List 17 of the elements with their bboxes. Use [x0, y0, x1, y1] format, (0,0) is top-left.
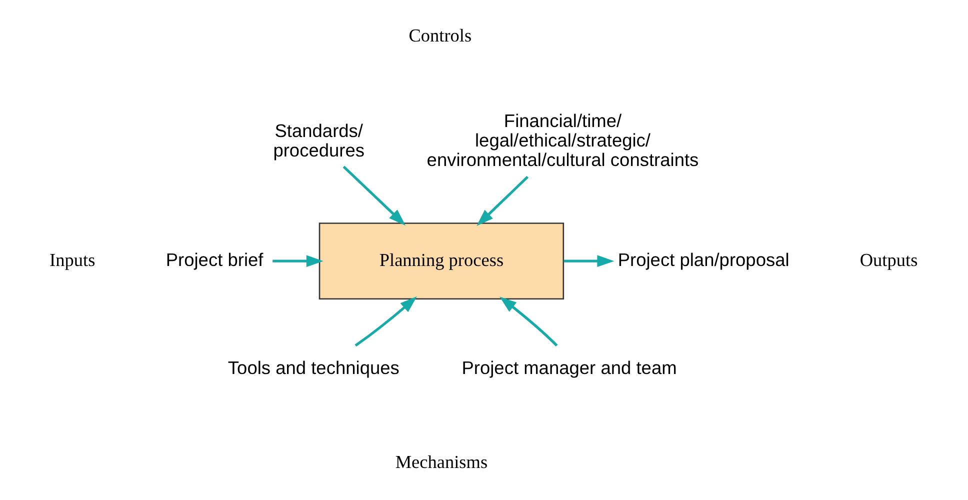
arrow [354, 296, 416, 347]
arrow [342, 166, 406, 226]
node-text: Project manager and team [461, 357, 676, 378]
label: Outputs [859, 250, 918, 270]
arrow [476, 176, 528, 226]
node-text: Project plan/proposal [617, 248, 789, 270]
node-box: Planning process [318, 222, 564, 300]
arrow [563, 255, 614, 268]
node-text: Tools and techniques [227, 357, 399, 378]
node-text: Project brief [165, 248, 263, 270]
label: Controls [408, 26, 472, 46]
arrow [272, 255, 323, 268]
arrow [499, 296, 558, 347]
label: Mechanisms [394, 452, 488, 472]
label: Inputs [49, 250, 95, 270]
node-text: Standards/ procedures [272, 120, 364, 160]
node-text: Financial/time/ legal/ethical/strategic/ environmental/cultural constraints [426, 110, 698, 170]
